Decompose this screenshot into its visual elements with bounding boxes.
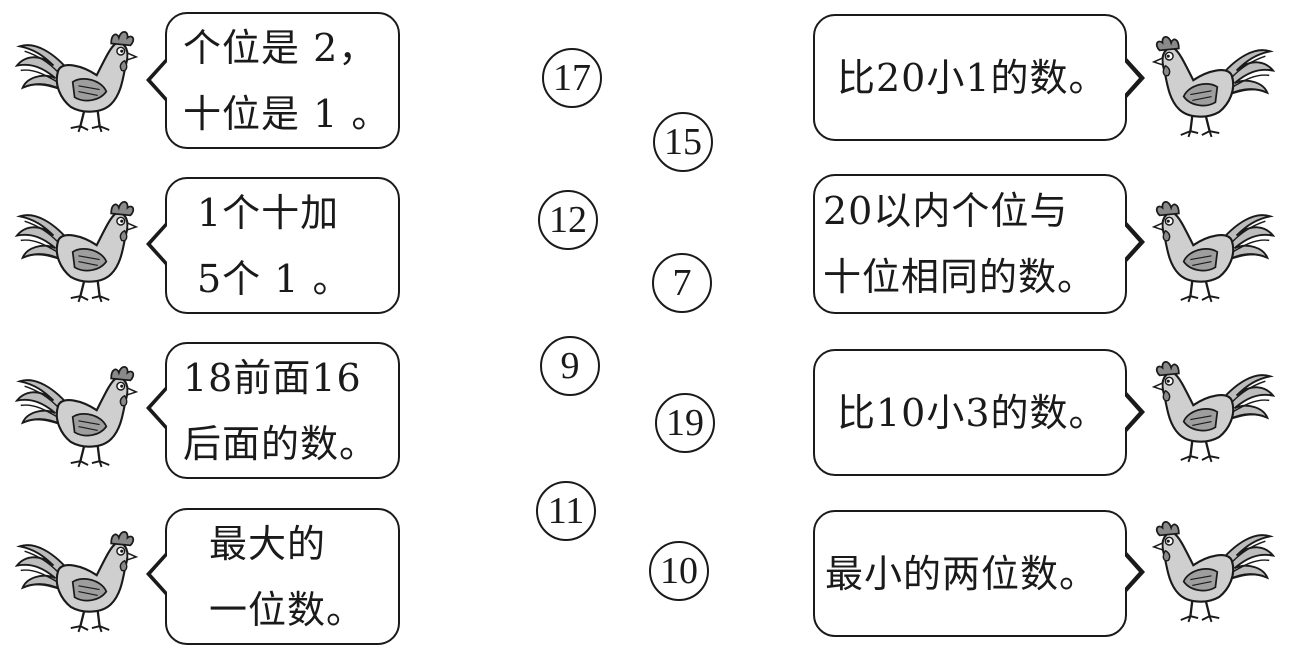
clue-bubble: 比10小3的数。 [813,349,1127,476]
clue-line: 18前面16 [183,355,362,400]
clue-bubble: 18前面16 后面的数。 [165,342,400,479]
clue-line: 20以内个位与 [823,189,1069,233]
clue-line: 最小的两位数。 [825,551,1099,596]
clue-bubble: 最大的 一位数。 [165,508,400,645]
rooster-icon [1152,200,1275,304]
clue-line: 一位数。 [209,587,366,632]
clue-bubble: 20以内个位与 十位相同的数。 [813,174,1127,314]
rooster-icon [1152,520,1275,624]
rooster-icon [1152,35,1275,139]
clue-bubble: 个位是 2， 十位是 1 。 [165,12,400,149]
rooster-icon [15,30,138,134]
rooster-icon [15,365,138,469]
clue-line: 比10小3的数。 [837,390,1108,435]
clue-line: 1个十加 [197,190,340,235]
number-circle[interactable]: 7 [652,253,712,313]
clue-line: 5个 1 。 [197,256,352,301]
number-circle[interactable]: 10 [649,541,709,601]
number-circle[interactable]: 15 [653,112,713,172]
number-circle[interactable]: 11 [536,481,596,541]
clue-bubble: 比20小1的数。 [813,14,1127,141]
clue-bubble: 1个十加 5个 1 。 [165,177,400,314]
number-circle[interactable]: 19 [655,393,715,453]
rooster-icon [1152,360,1275,464]
clue-line: 最大的 [209,521,327,566]
rooster-icon [15,530,138,634]
clue-line: 比20小1的数。 [837,55,1108,100]
clue-line: 十位是 1 。 [183,91,391,136]
number-circle[interactable]: 17 [542,48,602,108]
number-circle[interactable]: 12 [538,190,598,250]
clue-line: 十位相同的数。 [823,255,1097,299]
clue-line: 后面的数。 [183,421,379,466]
clue-line: 个位是 2， [183,25,378,70]
clue-bubble: 最小的两位数。 [813,510,1127,637]
number-circle[interactable]: 9 [540,336,600,396]
rooster-icon [15,200,138,304]
